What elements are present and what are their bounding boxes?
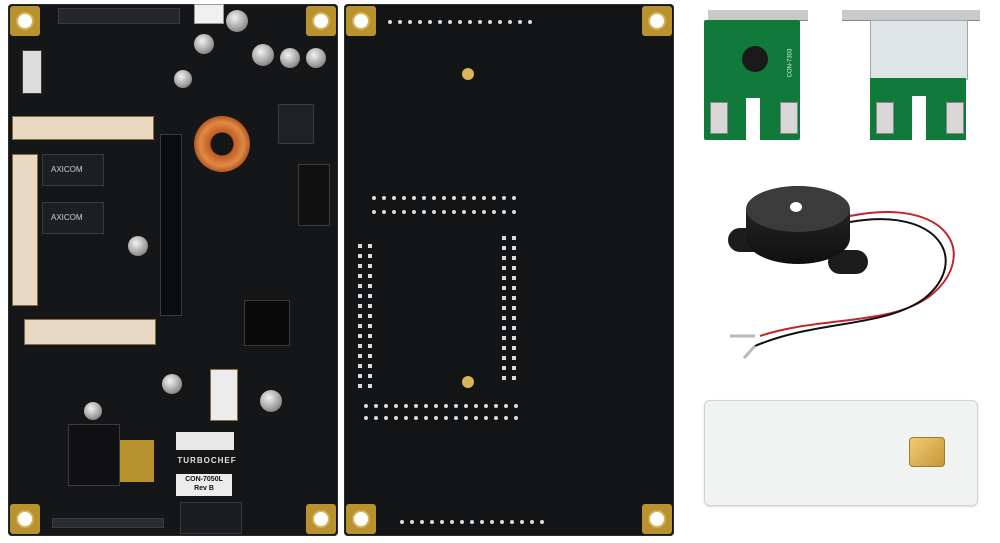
solder-joints [400,520,544,524]
mounting-hole [642,6,672,36]
controller-board-front: AXICOM AXICOM TURBOCHEF CON-7050L Rev B [8,4,338,536]
ic-chip [68,424,120,486]
relay: AXICOM [42,202,104,234]
solder-column [512,236,516,386]
capacitor [84,402,102,420]
mounting-hole [10,504,40,534]
gold-heatsink-pad [120,440,154,482]
terminal-tab [946,102,964,134]
silkscreen-text: CON-7303 [787,48,794,78]
capacitor [306,48,326,68]
piezo-buzzer [700,186,990,376]
solder-column [368,244,372,394]
terminal-tab [780,102,798,134]
mounting-hole [10,6,40,36]
mounting-hole [306,6,336,36]
capacitor [174,70,192,88]
microcontroller [244,300,290,346]
solder-column [502,236,506,386]
solder-joints [372,210,516,214]
pin-header [160,134,182,316]
relay-label: AXICOM [51,213,83,222]
filter-board-with-inductor: CON-7303 [684,10,834,142]
part-number-label: CON-7050L Rev B [176,474,232,496]
connector-header [210,369,238,421]
capacitor [194,34,214,54]
filter-board [842,10,982,140]
bottom-header [52,518,164,528]
capacitor [280,48,300,68]
capacitor [162,374,182,394]
terminal-tab [710,102,728,134]
capacitor [260,390,282,412]
terminal-tab [876,102,894,134]
solder-column [358,244,362,394]
mounting-hole [306,504,336,534]
pcb-slot [912,96,926,140]
chip-contact [909,437,945,467]
solder-joints [364,416,518,420]
bracket-plate [870,20,968,80]
brand-logo-text: TURBOCHEF [177,456,237,465]
solder-joints [388,20,532,24]
mounting-hole [346,504,376,534]
side-connector [22,50,42,94]
part-number-text: CON-7050L [185,476,223,483]
ic-chip [278,104,314,144]
smart-card [704,400,978,506]
ic-chip [298,164,330,226]
solder-joints [372,196,516,200]
buzzer-hole [790,202,802,212]
pcb-slot [746,98,760,142]
revision-text: Rev B [194,485,214,492]
mounting-hole [642,504,672,534]
white-connector [194,4,224,24]
connector-header [12,116,154,140]
serial-label [176,432,234,450]
mounting-hole [346,6,376,36]
capacitor [226,10,248,32]
solder-joints [364,404,518,408]
bottom-connector [180,502,242,534]
via-hole [462,68,474,80]
relay-label: AXICOM [51,165,83,174]
capacitor [128,236,148,256]
controller-board-back [344,4,674,536]
buzzer-wires [730,211,955,360]
capacitor [252,44,274,66]
connector-header [24,319,156,345]
toroid-inductor [194,116,250,172]
via-hole [462,376,474,388]
connector-header [12,154,38,306]
relay: AXICOM [42,154,104,186]
top-connector [58,8,180,24]
inductor [742,46,768,72]
